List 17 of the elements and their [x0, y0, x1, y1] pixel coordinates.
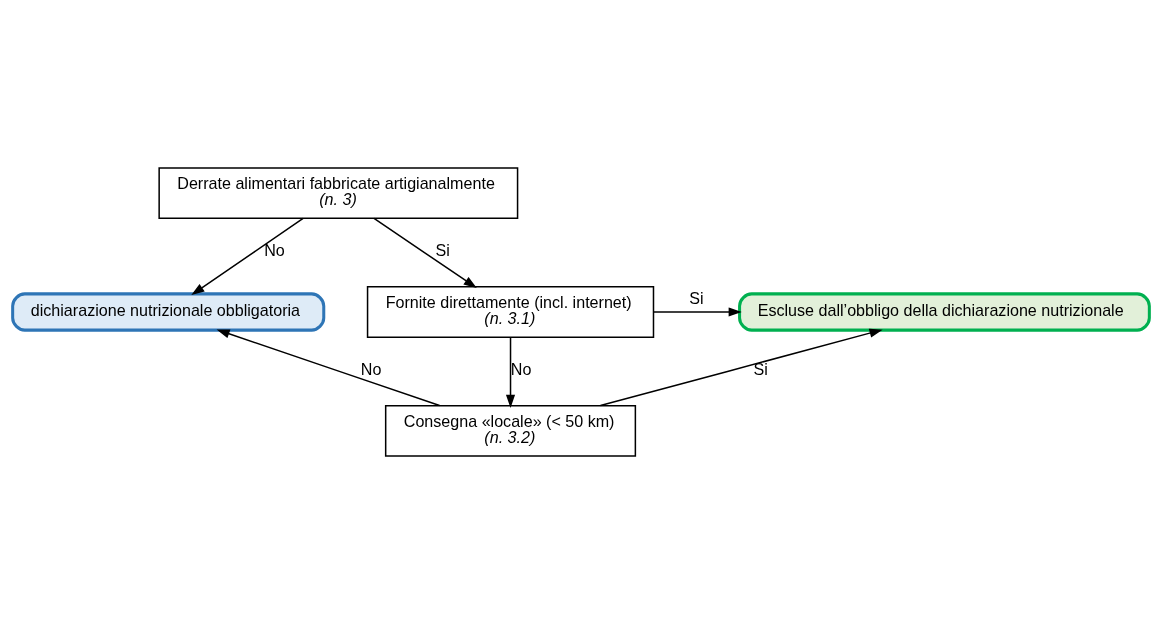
edge-label: Si: [689, 288, 704, 307]
node-box: dichiarazione nutrizionale obbligatoria: [11, 292, 326, 332]
edge-label: No: [510, 360, 532, 379]
arrow: [652, 307, 742, 317]
arrow: [505, 336, 516, 408]
arrow: [373, 217, 477, 289]
node-box: Consegna «locale» (< 50 km) (n. 3.2): [384, 404, 637, 457]
edge-label: Si: [753, 360, 768, 379]
node-box: Escluse dall’obbligo della dichiarazione nutrizionale: [738, 292, 1151, 332]
arrow: [191, 217, 304, 296]
arrow: [216, 329, 441, 407]
edge-label: No: [360, 360, 382, 379]
arrow: [599, 328, 883, 407]
edge-label: No: [264, 241, 285, 260]
node-box: Derrate alimentari fabbricate artigianalmente (n. 3): [158, 167, 519, 220]
edge-label: Si: [435, 241, 450, 260]
node-box: Fornite direttamente (incl. internet) (n. 3.1): [366, 286, 655, 338]
